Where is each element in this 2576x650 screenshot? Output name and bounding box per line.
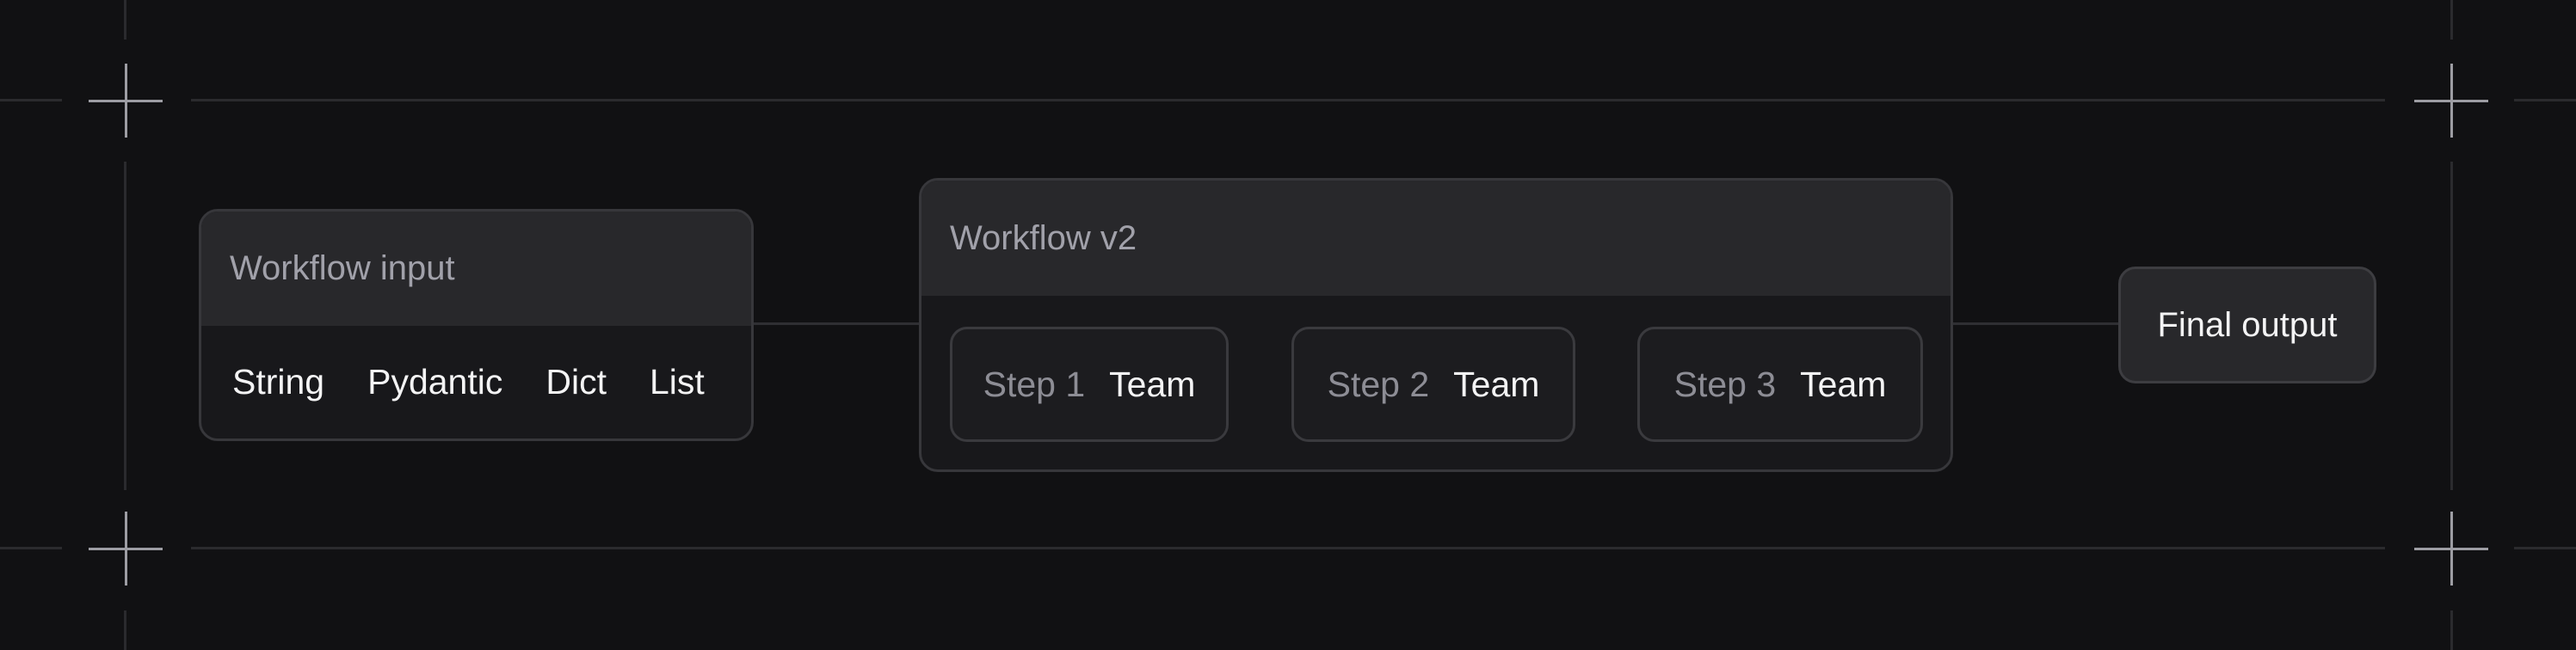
step-1-type: Team (1109, 364, 1196, 404)
step-card-1[interactable]: Step 1 Team (950, 327, 1229, 442)
step-2-type: Team (1453, 364, 1540, 404)
input-type-list: String Pydantic Dict List (232, 359, 705, 404)
guide-line-right-bottom (2450, 610, 2453, 650)
guide-line-bottom-left (0, 547, 62, 549)
step-3-type: Team (1800, 364, 1887, 404)
plus-crosshair-icon (2414, 64, 2488, 138)
connector-input-to-workflow (752, 322, 921, 325)
guide-line-left (124, 162, 126, 490)
guide-line-left-top (124, 0, 126, 40)
final-output-label: Final output (2157, 305, 2338, 344)
step-2-label: Step 2 (1327, 364, 1430, 404)
plus-crosshair-icon (89, 512, 163, 586)
step-1-label: Step 1 (983, 364, 1086, 404)
step-3-label: Step 3 (1673, 364, 1777, 404)
guide-line-right (2450, 162, 2453, 490)
input-type-string: String (232, 361, 325, 402)
guide-line-top-left (0, 99, 62, 101)
guide-line-bottom-right (2514, 547, 2576, 549)
final-output-node[interactable]: Final output (2118, 267, 2376, 383)
connector-workflow-to-output (1951, 322, 2121, 325)
workflow-input-header: Workflow input (201, 212, 751, 326)
step-card-3[interactable]: Step 3 Team (1637, 327, 1923, 442)
input-type-dict: Dict (545, 361, 607, 402)
plus-crosshair-icon (89, 64, 163, 138)
plus-crosshair-icon (2414, 512, 2488, 586)
input-type-pydantic: Pydantic (367, 361, 503, 402)
workflow-title: Workflow v2 (950, 218, 1137, 257)
guide-line-bottom (191, 547, 2385, 549)
guide-line-top (191, 99, 2385, 101)
guide-line-left-bottom (124, 610, 126, 650)
workflow-node[interactable]: Workflow v2 Step 1 Team Step 2 Team Step… (919, 178, 1953, 472)
workflow-input-title: Workflow input (230, 249, 455, 287)
guide-line-top-right (2514, 99, 2576, 101)
workflow-input-node[interactable]: Workflow input String Pydantic Dict List (199, 209, 754, 441)
input-type-list: List (649, 361, 705, 402)
step-card-2[interactable]: Step 2 Team (1291, 327, 1575, 442)
guide-line-right-top (2450, 0, 2453, 40)
workflow-header: Workflow v2 (921, 181, 1950, 296)
